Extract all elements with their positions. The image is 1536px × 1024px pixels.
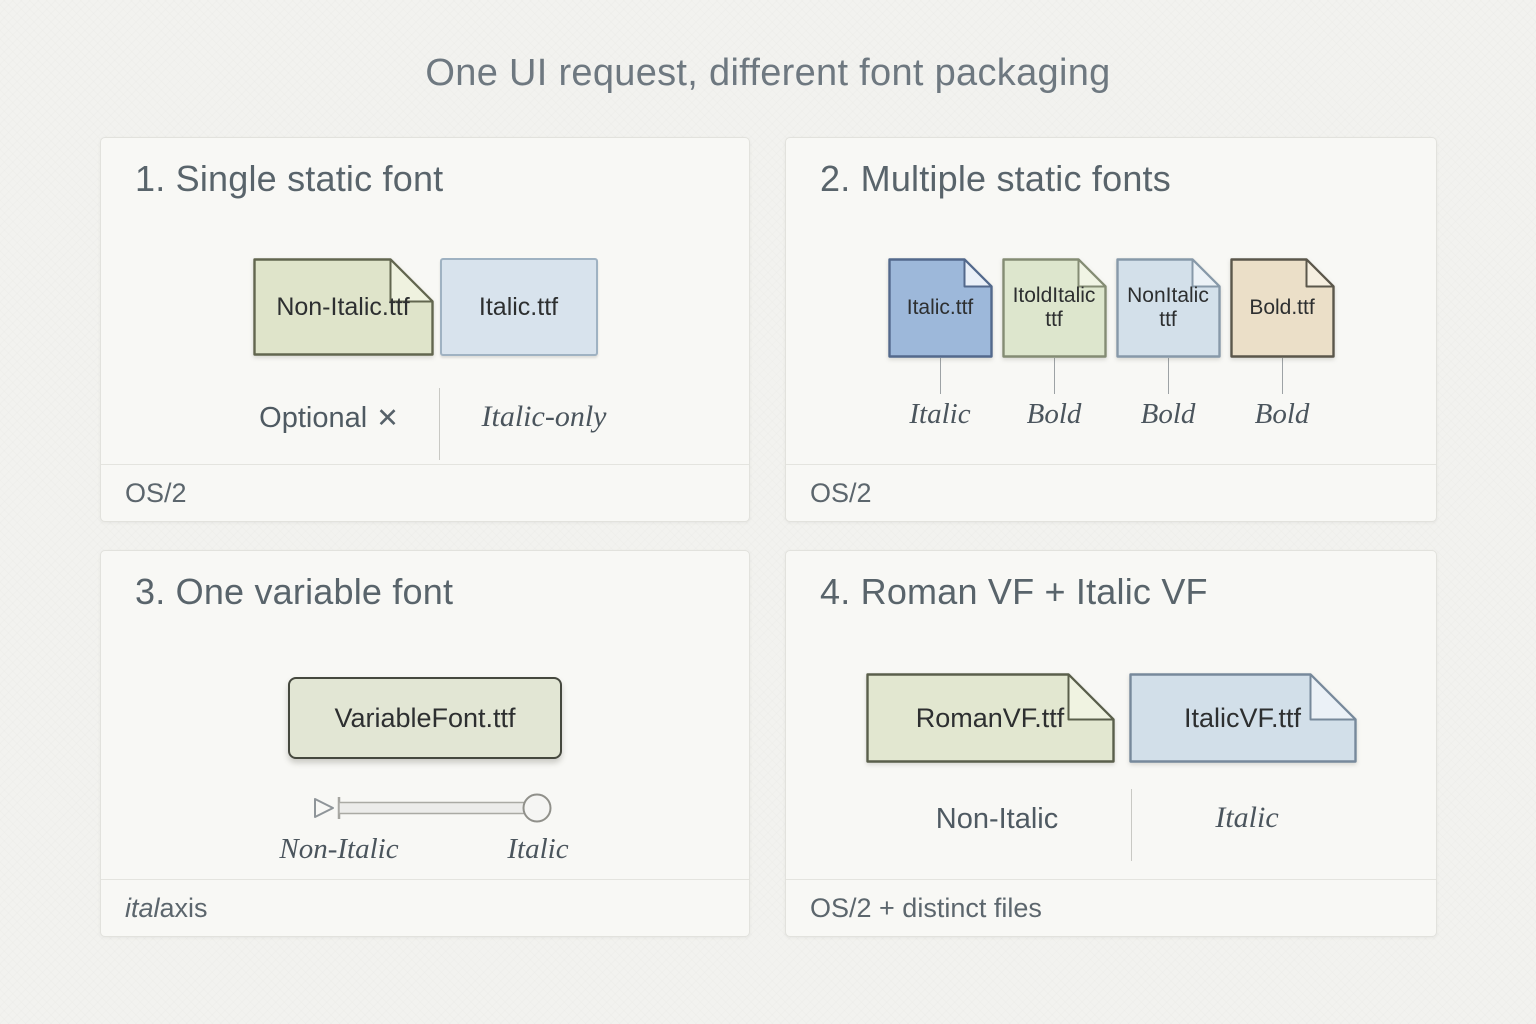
file-bold-ttf: Bold.ttf <box>1229 258 1335 358</box>
ital-axis-slider <box>314 793 552 823</box>
file-column: Italic.ttf Italic <box>887 258 993 431</box>
connector-line <box>1167 358 1169 394</box>
footer-label: OS/2 <box>125 477 187 508</box>
file-italic-ttf: Italic.ttf <box>887 258 993 358</box>
panel-roman-vf-italic-vf: 4. Roman VF + Italic VF RomanVF.ttf Ital… <box>785 550 1437 937</box>
panel-2-footer: OS/2 <box>786 464 1436 521</box>
panel-single-static-font: 1. Single static font Non-Italic.ttf Ita… <box>100 137 750 522</box>
connector-line <box>1281 358 1283 394</box>
panel-4-files-row: RomanVF.ttf ItalicVF.ttf <box>786 673 1436 763</box>
file-fold-icon <box>389 258 433 303</box>
file-icon <box>252 258 434 356</box>
panel-one-variable-font: 3. One variable font VariableFont.ttf No… <box>100 550 750 937</box>
file-italicvf-ttf: ItalicVF.ttf <box>1128 673 1357 763</box>
file-name: Bold.ttf <box>1249 296 1315 320</box>
file-name: Italic.ttf <box>478 292 559 321</box>
caption-italic: Italic <box>1215 801 1279 834</box>
file-name: ItoldItalic ttf <box>1012 284 1096 331</box>
slider-track <box>338 801 532 815</box>
file-variablefont-ttf: VariableFont.ttf <box>288 677 562 759</box>
caption-non-italic: Non-Italic <box>935 803 1059 835</box>
file-fold-icon <box>1191 258 1220 288</box>
panel-4-captions: Non-Italic Italic <box>786 789 1436 861</box>
file-fold-icon <box>1305 258 1334 288</box>
file-icon <box>1229 258 1335 358</box>
file-column: Bold.ttf Bold <box>1229 258 1335 431</box>
file-icon <box>1115 258 1221 358</box>
file-name: NonItalic ttf <box>1127 284 1209 331</box>
file-icon <box>887 258 993 358</box>
style-label: Bold <box>1140 398 1196 430</box>
file-romanvf-ttf: RomanVF.ttf <box>865 673 1115 763</box>
file-fold-icon <box>1067 673 1114 721</box>
panel-4-heading: 4. Roman VF + Italic VF <box>820 571 1208 612</box>
footer-ital-label: ital <box>125 892 160 923</box>
file-fold-icon <box>963 258 992 288</box>
caption-divider <box>1131 789 1132 861</box>
file-bolditalic-ttf: ItoldItalic ttf <box>1001 258 1107 358</box>
panel-multiple-static-fonts: 2. Multiple static fonts Italic.ttf Ital… <box>785 137 1437 522</box>
file-name: VariableFont.ttf <box>334 702 516 733</box>
panel-4-footer: OS/2 + distinct files <box>786 879 1436 936</box>
slider-knob <box>522 793 552 823</box>
file-italic-ttf: Italic.ttf <box>439 258 598 356</box>
caption-divider <box>439 388 440 460</box>
file-name: ItalicVF.ttf <box>1183 702 1302 733</box>
panel-1-captions: Optional✕ Italic-only <box>101 388 749 460</box>
panel-1-footer: OS/2 <box>101 464 749 521</box>
panel-3-heading: 3. One variable font <box>135 571 454 612</box>
file-column: ItoldItalic ttf Bold <box>1001 258 1107 431</box>
slider-label-italic: Italic <box>507 833 569 865</box>
file-non-italic-ttf: Non-Italic.ttf <box>252 258 434 356</box>
file-fold-icon <box>1309 673 1356 721</box>
file-name: Non-Italic.ttf <box>276 293 410 321</box>
slider-triangle-icon <box>314 798 334 818</box>
panel-2-heading: 2. Multiple static fonts <box>820 158 1171 199</box>
footer-label: OS/2 + distinct files <box>810 892 1042 923</box>
file-fold-icon <box>1077 258 1106 288</box>
x-icon: ✕ <box>376 403 399 433</box>
caption-italic-only: Italic-only <box>481 400 607 433</box>
connector-line <box>939 358 941 394</box>
panel-1-heading: 1. Single static font <box>135 158 444 199</box>
file-nonitalic-ttf: NonItalic ttf <box>1115 258 1221 358</box>
slider-label-non-italic: Non-Italic <box>279 833 399 865</box>
file-name: Italic.ttf <box>906 296 974 320</box>
style-label: Italic <box>909 398 971 430</box>
panel-2-files-row: Italic.ttf Italic ItoldItalic ttf Bold <box>786 258 1436 431</box>
panel-3-footer: ital axis <box>101 879 749 936</box>
style-label: Bold <box>1254 398 1310 430</box>
footer-axis-label: axis <box>159 892 208 923</box>
file-icon <box>1128 673 1357 763</box>
file-icon <box>1001 258 1107 358</box>
connector-line <box>1053 358 1055 394</box>
caption-optional: Optional✕ <box>259 402 399 434</box>
file-column: NonItalic ttf Bold <box>1115 258 1221 431</box>
file-icon <box>865 673 1115 763</box>
footer-label: OS/2 <box>810 477 872 508</box>
page-title: One UI request, different font packaging <box>425 52 1111 94</box>
panel-1-files-row: Non-Italic.ttf Italic.ttf <box>101 258 749 356</box>
file-name: RomanVF.ttf <box>915 702 1065 733</box>
style-label: Bold <box>1026 398 1082 430</box>
